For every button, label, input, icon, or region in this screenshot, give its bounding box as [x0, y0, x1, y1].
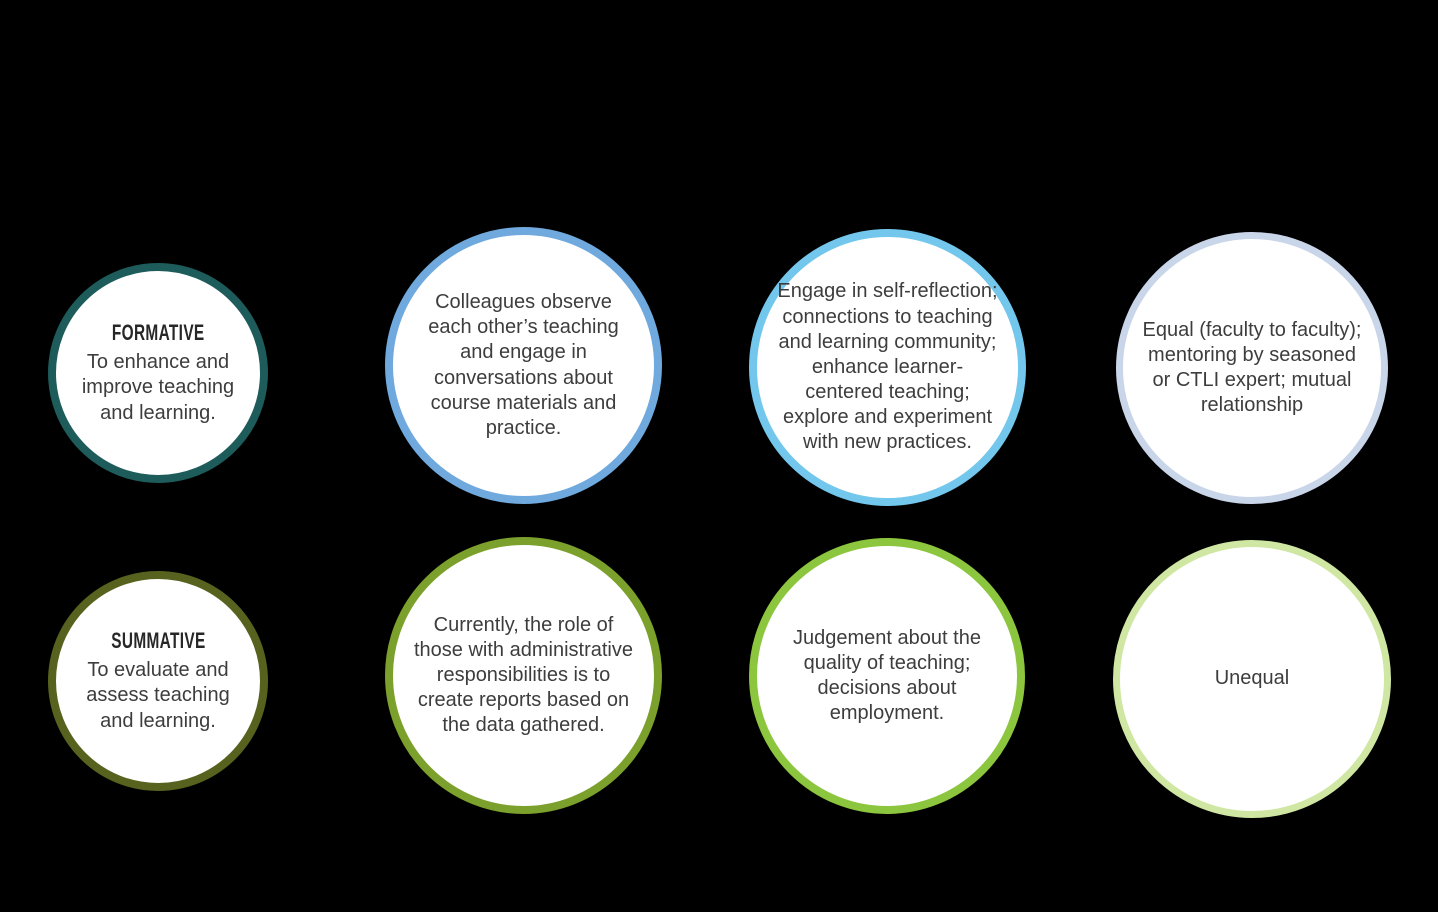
circle-text: Colleagues observe each other’s teaching… — [428, 290, 619, 439]
circle-content: Engage in self-reflection; connections t… — [757, 265, 1018, 469]
circle-summative-outcomes: Judgement about the quality of teaching;… — [749, 538, 1025, 814]
circle-summative-purpose: SUMMATIVE To evaluate and assess teachin… — [48, 571, 268, 791]
circle-text: To enhance and improve teaching and lear… — [81, 351, 235, 424]
circle-text: To evaluate and assess teaching and lear… — [86, 659, 230, 732]
circle-content: Currently, the role of those with admini… — [393, 599, 654, 753]
circle-text: Currently, the role of those with admini… — [414, 613, 633, 737]
circle-text: Engage in self-reflection; connections t… — [777, 280, 998, 454]
circle-content: SUMMATIVE To evaluate and assess teachin… — [56, 614, 260, 748]
circle-text: Judgement about the quality of teaching;… — [793, 626, 981, 725]
circle-content: Unequal — [1197, 652, 1308, 705]
circle-content: Equal (faculty to faculty); mentoring by… — [1123, 304, 1381, 433]
circle-summative-administrative-role: Currently, the role of those with admini… — [385, 537, 662, 814]
circle-text: Unequal — [1214, 667, 1290, 690]
circle-heading: SUMMATIVE — [110, 628, 206, 654]
circle-summative-relationship: Unequal — [1113, 540, 1391, 818]
circle-formative-outcomes: Engage in self-reflection; connections t… — [749, 229, 1026, 506]
circle-text: Equal (faculty to faculty); mentoring by… — [1142, 318, 1362, 417]
circle-content: Judgement about the quality of teaching;… — [757, 612, 1017, 741]
circle-formative-peer-observation: Colleagues observe each other’s teaching… — [385, 227, 662, 504]
circle-heading: FORMATIVE — [111, 320, 205, 346]
circle-content: Colleagues observe each other’s teaching… — [393, 276, 654, 455]
circle-formative-purpose: FORMATIVE To enhance and improve teachin… — [48, 263, 268, 483]
circle-content: FORMATIVE To enhance and improve teachin… — [56, 306, 260, 440]
circle-formative-relationship: Equal (faculty to faculty); mentoring by… — [1116, 232, 1388, 504]
